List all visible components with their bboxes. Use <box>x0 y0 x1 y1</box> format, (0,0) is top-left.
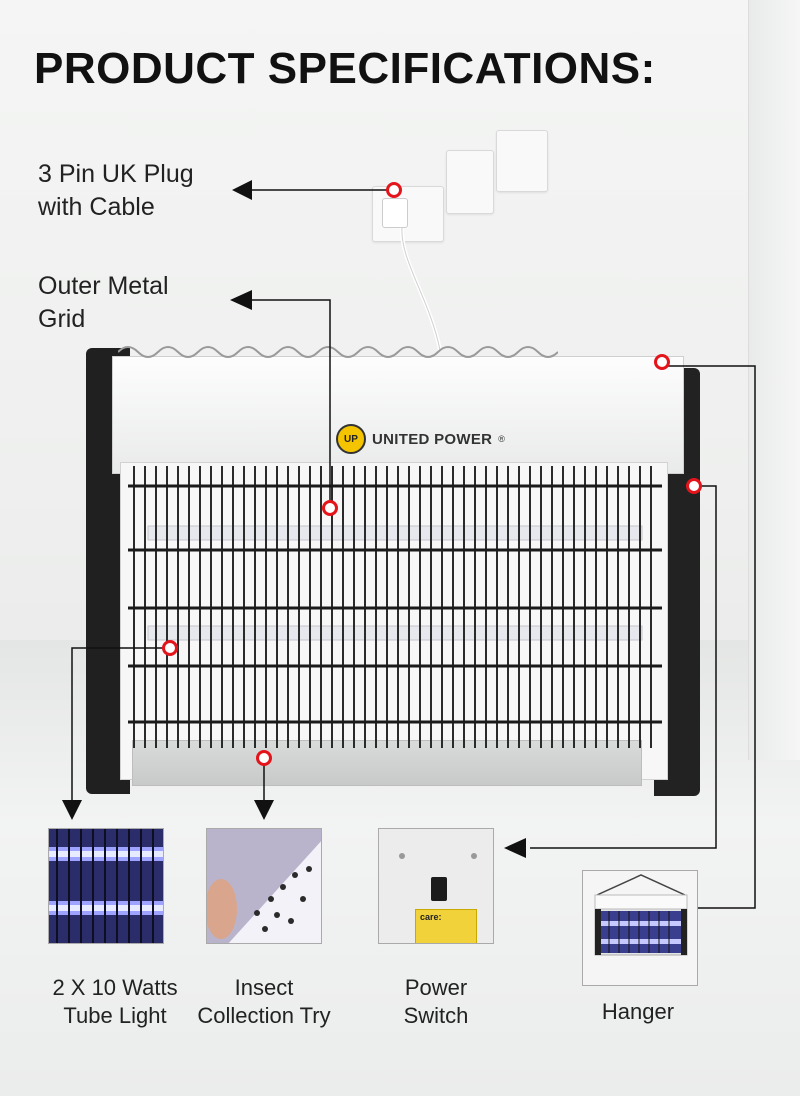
switch-marker <box>686 478 702 494</box>
wall-socket <box>446 150 494 214</box>
collection-tray-drawing <box>207 829 321 943</box>
feature-caption-collection-tray: Insect Collection Try <box>184 974 344 1030</box>
tube-light-drawing <box>49 829 163 943</box>
grid-marker <box>322 500 338 516</box>
tube-light-photo <box>48 828 164 944</box>
grid-callout-line1: Outer Metal <box>38 272 169 300</box>
hanger-photo <box>582 870 698 986</box>
outer-metal-grid <box>128 466 662 748</box>
grid-callout-line2: Grid <box>38 305 86 333</box>
feature-caption-tube-light: 2 X 10 Watts Tube Light <box>40 974 190 1030</box>
plug-marker <box>386 182 402 198</box>
plug-head <box>382 198 408 228</box>
feature-caption-line1: Power <box>404 975 468 1000</box>
feature-caption-line2: Switch <box>403 1003 469 1028</box>
rocker-switch <box>431 877 447 901</box>
plug-callout-line2: with Cable <box>38 193 155 221</box>
grid-callout-label: Outer Metal Grid <box>38 270 169 336</box>
page-title: PRODUCT SPECIFICATIONS: <box>34 44 656 93</box>
registered-mark: ® <box>498 434 505 444</box>
brand-logo-group: UP UNITED POWER ® <box>336 424 505 454</box>
device-top-panel <box>112 356 684 474</box>
screw-icon <box>399 853 405 859</box>
feature-caption-power-switch: Power Switch <box>376 974 496 1030</box>
brand-logo-icon: UP <box>336 424 366 454</box>
wall-corner <box>748 0 800 760</box>
care-sticker: care: <box>415 909 477 943</box>
feature-caption-line1: Hanger <box>601 999 675 1024</box>
tube-light-marker <box>162 640 178 656</box>
collection-tray-photo <box>206 828 322 944</box>
power-switch-photo: care: <box>378 828 494 944</box>
feature-caption-hanger: Hanger <box>578 998 698 1026</box>
tray-marker <box>256 750 272 766</box>
hanger-drawing <box>594 874 688 956</box>
wall-socket <box>496 130 548 192</box>
feature-caption-line2: Collection Try <box>197 1003 331 1028</box>
hanger-chain <box>118 346 558 358</box>
plug-callout-line1: 3 Pin UK Plug <box>38 160 194 188</box>
feature-caption-line2: Tube Light <box>63 1003 167 1028</box>
plug-callout-label: 3 Pin UK Plug with Cable <box>38 158 194 224</box>
screw-icon <box>471 853 477 859</box>
brand-name: UNITED POWER <box>372 430 493 448</box>
care-label: care: <box>420 912 442 922</box>
hanger-marker <box>654 354 670 370</box>
feature-caption-line1: Insect <box>234 975 294 1000</box>
feature-caption-line1: 2 X 10 Watts <box>52 975 178 1000</box>
